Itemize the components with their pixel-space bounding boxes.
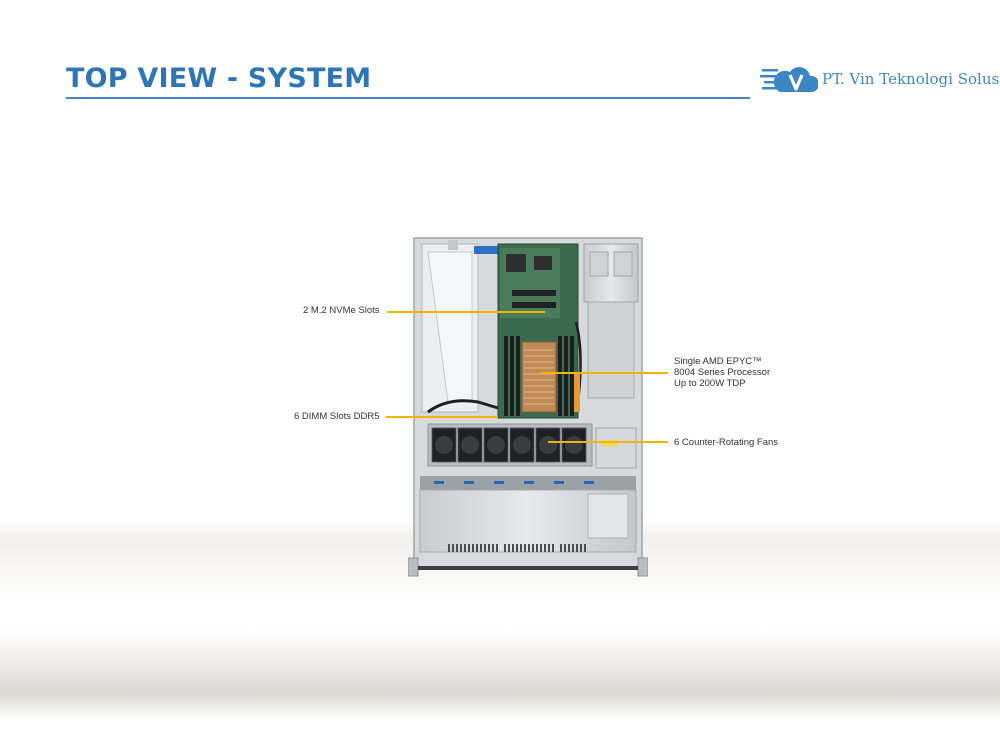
- company-name: PT. Vin Teknologi Solusi: [822, 70, 1000, 88]
- server-chassis-top-view: [408, 237, 648, 577]
- callout-m2-slots: 2 M.2 NVMe Slots: [303, 305, 380, 316]
- page-title: TOP VIEW - SYSTEM: [66, 63, 372, 94]
- company-logo: PT. Vin Teknologi Solusi: [760, 62, 1000, 98]
- title-underline: [66, 97, 750, 99]
- cloud-v-logo-icon: [760, 67, 818, 92]
- callout-line-dimm: [386, 416, 498, 418]
- callout-line-processor: [540, 372, 668, 374]
- callout-dimm-slots: 6 DIMM Slots DDR5: [294, 411, 380, 422]
- callout-line-fans: [548, 441, 668, 443]
- callout-fans: 6 Counter-Rotating Fans: [674, 437, 779, 448]
- callout-line-m2: [387, 311, 545, 313]
- callout-processor: Single AMD EPYC™ 8004 Series Processor U…: [674, 356, 771, 389]
